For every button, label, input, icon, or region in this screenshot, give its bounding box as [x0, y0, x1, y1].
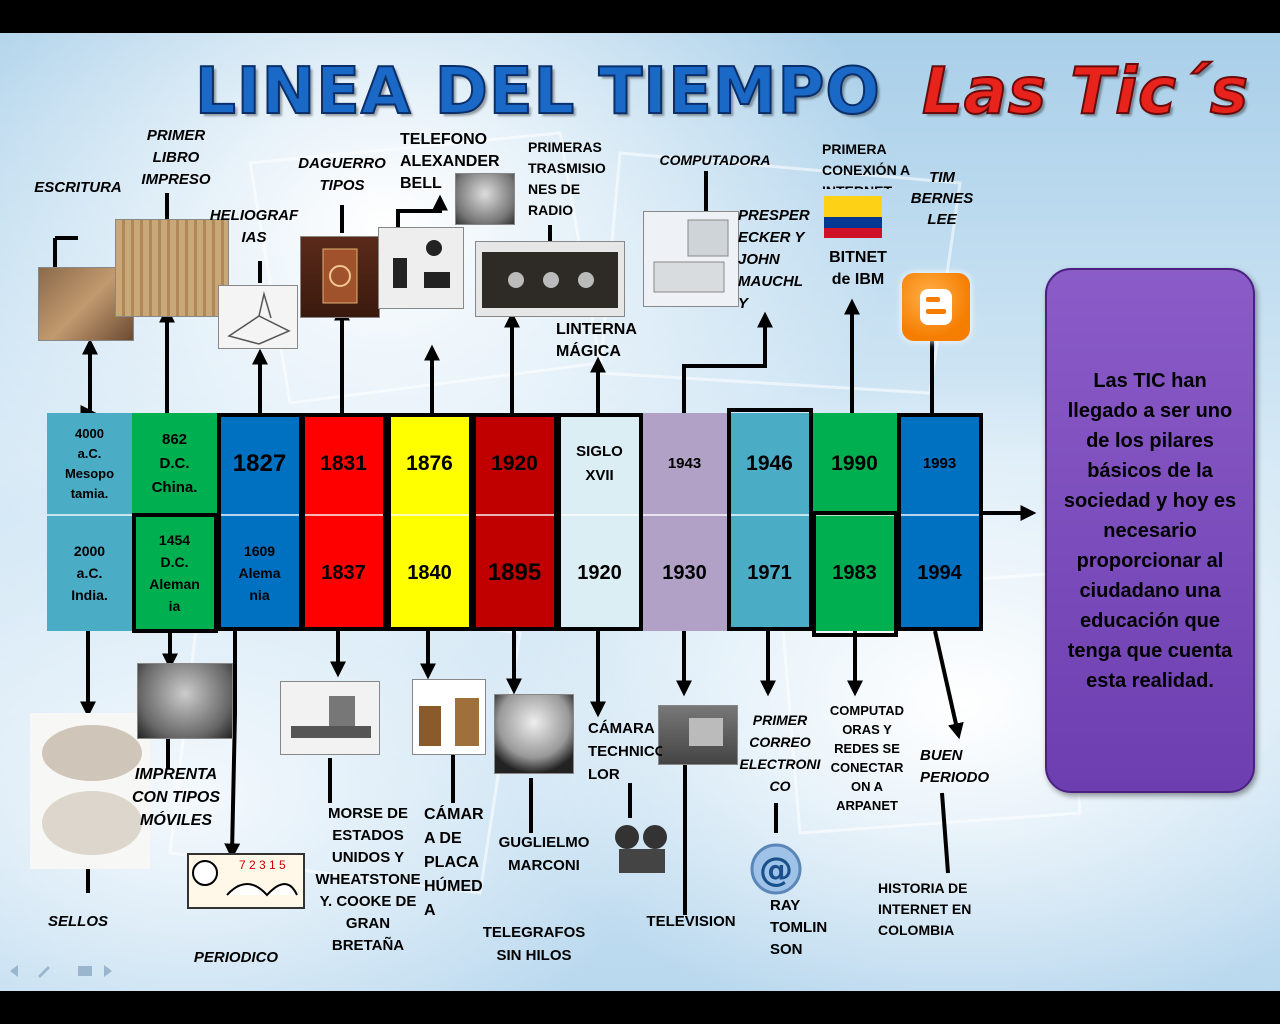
- label-primeras-trasmisiones: PRIMERAS TRASMISIO NES DE RADIO: [528, 137, 622, 221]
- label-presper: PRESPER ECKER Y JOHN MAUCHL Y: [738, 205, 818, 315]
- colombia-flag: [824, 196, 882, 238]
- label-telegrafos: TELEGRAFOS SIN HILOS: [474, 921, 594, 967]
- label-computadora: COMPUTADORA: [650, 149, 780, 171]
- label-camara-technicolor: CÁMARA TECHNICO LOR: [588, 717, 662, 786]
- label-ray: RAY TOMLIN SON: [770, 895, 840, 961]
- timeline-bottom-cell-0: 2000 a.C. India.: [47, 515, 132, 631]
- label-primer-correo: PRIMER CORREO ELECTRONI CO: [736, 709, 824, 797]
- label-buen-periodo: BUEN PERIODO: [920, 745, 1000, 789]
- timeline-top-cell-9: 1990: [812, 413, 897, 515]
- label-computadoras-redes: COMPUTAD ORAS Y REDES SE CONECTAR ON A A…: [820, 701, 914, 815]
- timeline-outline-0: [132, 513, 218, 633]
- newspaper-icon: 7 2 3 1 5: [187, 853, 305, 909]
- timeline-outline-5: [557, 413, 643, 631]
- timeline-top-cell-7: 1943: [642, 413, 727, 515]
- label-heliografias: HELIOGRAF IAS: [207, 205, 301, 249]
- label-imprenta: IMPRENTA CON TIPOS MÓVILES: [122, 763, 230, 832]
- camera-image: [412, 679, 486, 755]
- label-escritura: ESCRITURA: [32, 177, 124, 199]
- television-image: [658, 705, 738, 765]
- label-periodico: PERIODICO: [180, 947, 292, 969]
- timeline-outline-4: [472, 413, 558, 631]
- timeline-top-cell-1: 862 D.C. China.: [132, 413, 217, 515]
- info-box-text: Las TIC han llegado a ser uno de los pil…: [1061, 366, 1239, 696]
- label-daguerrotipos: DAGUERRO TIPOS: [294, 153, 390, 197]
- blogger-icon: [902, 273, 970, 341]
- timeline-outline-6: [727, 408, 813, 631]
- gutenberg-image: [137, 663, 233, 739]
- computer-image: [643, 211, 739, 307]
- label-telefono: TELEFONO ALEXANDER BELL: [400, 129, 506, 195]
- label-linterna: LINTERNA MÁGICA: [556, 319, 646, 363]
- timeline-outline-1: [217, 413, 303, 631]
- timeline-outline-7: [812, 511, 898, 637]
- label-marconi: GUGLIELMO MARCONI: [490, 831, 598, 877]
- heliograph-image: [218, 285, 298, 349]
- marconi-portrait-image: [494, 694, 574, 774]
- label-bitnet: BITNET de IBM: [822, 247, 894, 291]
- daguerreotype-image: [300, 236, 380, 318]
- info-box: Las TIC han llegado a ser uno de los pil…: [1045, 268, 1255, 793]
- label-historia: HISTORIA DE INTERNET EN COLOMBIA: [878, 878, 988, 941]
- slide: LINEA DEL TIEMPO Las Tic´s: [0, 33, 1280, 991]
- label-television: TELEVISION: [636, 911, 746, 933]
- slide-nav-controls[interactable]: [8, 961, 128, 984]
- timeline-outline-3: [387, 413, 473, 631]
- svg-text:@: @: [759, 850, 793, 890]
- label-primer-libro: PRIMER LIBRO IMPRESO: [130, 125, 222, 191]
- timeline-top-cell-0: 4000 a.C. Mesopo tamia.: [47, 413, 132, 515]
- film-camera-image: [605, 823, 681, 883]
- timeline-outline-8: [897, 413, 983, 631]
- email-at-icon: @: [748, 839, 804, 899]
- label-morse: MORSE DE ESTADOS UNIDOS Y WHEATSTONE Y. …: [310, 803, 426, 957]
- label-camara-placa: CÁMAR A DE PLACA HÚMED A: [424, 803, 494, 923]
- timeline-outline-2: [301, 413, 387, 631]
- timeline-bottom-cell-7: 1930: [642, 515, 727, 631]
- telegraph-image: [280, 681, 380, 755]
- telephone-image: [378, 227, 464, 309]
- label-sellos: SELLOS: [38, 911, 118, 933]
- label-tim: TIM BERNES LEE: [906, 167, 978, 230]
- radio-image: [475, 241, 625, 317]
- svg-text:7 2 3 1 5: 7 2 3 1 5: [239, 858, 286, 872]
